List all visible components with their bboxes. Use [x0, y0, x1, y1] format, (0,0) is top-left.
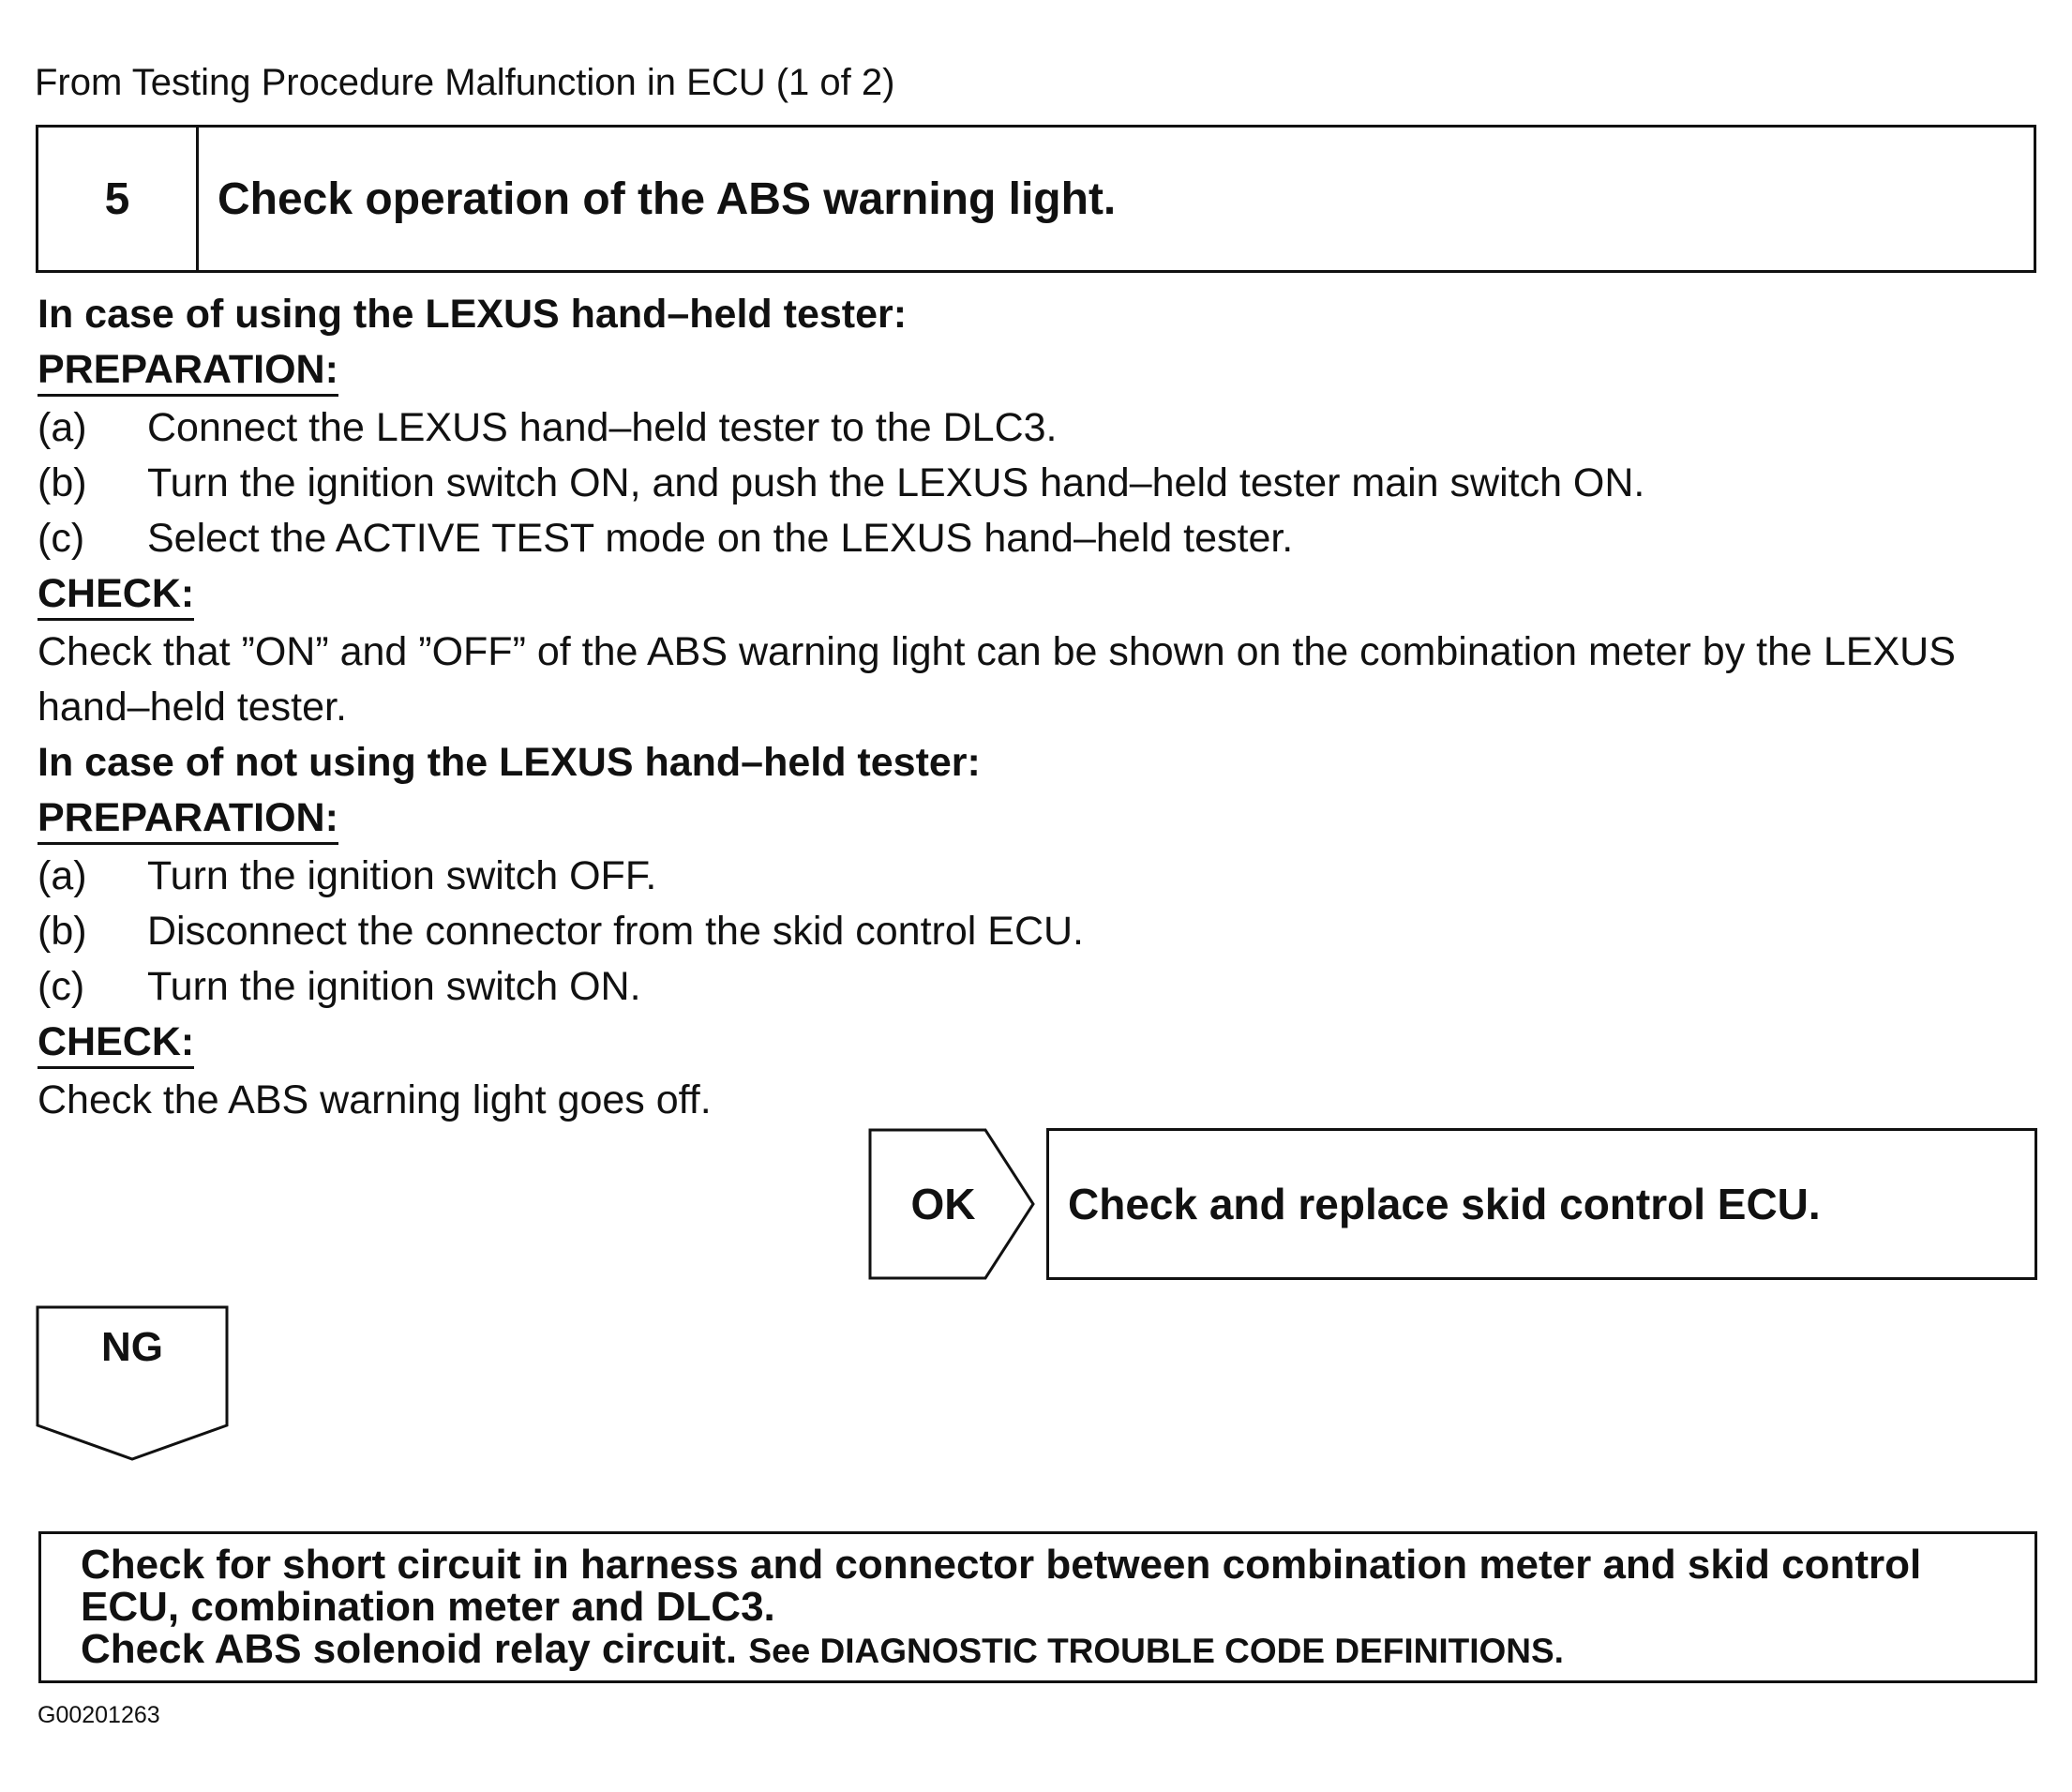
procedure-body: In case of using the LEXUS hand–held tes… [38, 287, 2044, 1128]
list-item: (a) Connect the LEXUS hand–held tester t… [38, 400, 2044, 456]
preparation-heading: PREPARATION: [38, 793, 338, 845]
source-reference: From Testing Procedure Malfunction in EC… [35, 62, 895, 103]
item-label: (a) [38, 853, 87, 898]
step-header: 5 Check operation of the ABS warning lig… [36, 125, 2036, 273]
ng-action-line: Check for short circuit in harness and c… [81, 1542, 1922, 1588]
ng-label: NG [101, 1324, 163, 1370]
item-label: (b) [38, 460, 87, 505]
ng-action-text: Check ABS solenoid relay circuit. [81, 1626, 738, 1672]
item-label: (b) [38, 909, 87, 954]
check-heading: CHECK: [38, 569, 195, 621]
case-not-using-tester: In case of not using the LEXUS hand–held… [38, 740, 981, 785]
list-item: (b) Disconnect the connector from the sk… [38, 904, 2044, 959]
check-text-continued: hand–held tester. [38, 685, 347, 730]
list-item: (a) Turn the ignition switch OFF. [38, 849, 2044, 904]
item-text: Turn the ignition switch OFF. [147, 853, 657, 898]
ok-action-box: Check and replace skid control ECU. [1046, 1128, 2037, 1280]
ng-arrow-icon [36, 1305, 229, 1461]
figure-id: G00201263 [38, 1702, 160, 1728]
item-label: (c) [38, 964, 85, 1009]
check-heading: CHECK: [38, 1017, 195, 1069]
item-text: Select the ACTIVE TEST mode on the LEXUS… [147, 516, 1294, 561]
step-number: 5 [38, 128, 199, 270]
item-text: Turn the ignition switch ON. [147, 964, 641, 1009]
list-item: (c) Select the ACTIVE TEST mode on the L… [38, 511, 2044, 566]
list-item: (c) Turn the ignition switch ON. [38, 959, 2044, 1015]
ok-arrow-icon [868, 1128, 1035, 1280]
check-text: Check that ”ON” and ”OFF” of the ABS war… [38, 629, 1956, 674]
list-item: (b) Turn the ignition switch ON, and pus… [38, 456, 2044, 511]
dtc-reference: See DIAGNOSTIC TROUBLE CODE DEFINITIONS. [748, 1632, 1564, 1670]
item-text: Connect the LEXUS hand–held tester to th… [147, 405, 1058, 450]
item-text: Turn the ignition switch ON, and push th… [147, 460, 1645, 505]
check-text: Check the ABS warning light goes off. [38, 1077, 712, 1122]
case-using-tester: In case of using the LEXUS hand–held tes… [38, 292, 908, 337]
item-text: Disconnect the connector from the skid c… [147, 909, 1084, 954]
item-label: (c) [38, 516, 85, 561]
preparation-heading: PREPARATION: [38, 345, 338, 397]
item-label: (a) [38, 405, 87, 450]
ok-label: OK [910, 1180, 976, 1228]
step-title: Check operation of the ABS warning light… [218, 173, 1117, 224]
ng-action-line: ECU, combination meter and DLC3. [81, 1584, 775, 1630]
ng-action-line: Check ABS solenoid relay circuit. See DI… [81, 1628, 2034, 1672]
ng-action-box: Check for short circuit in harness and c… [38, 1531, 2037, 1683]
